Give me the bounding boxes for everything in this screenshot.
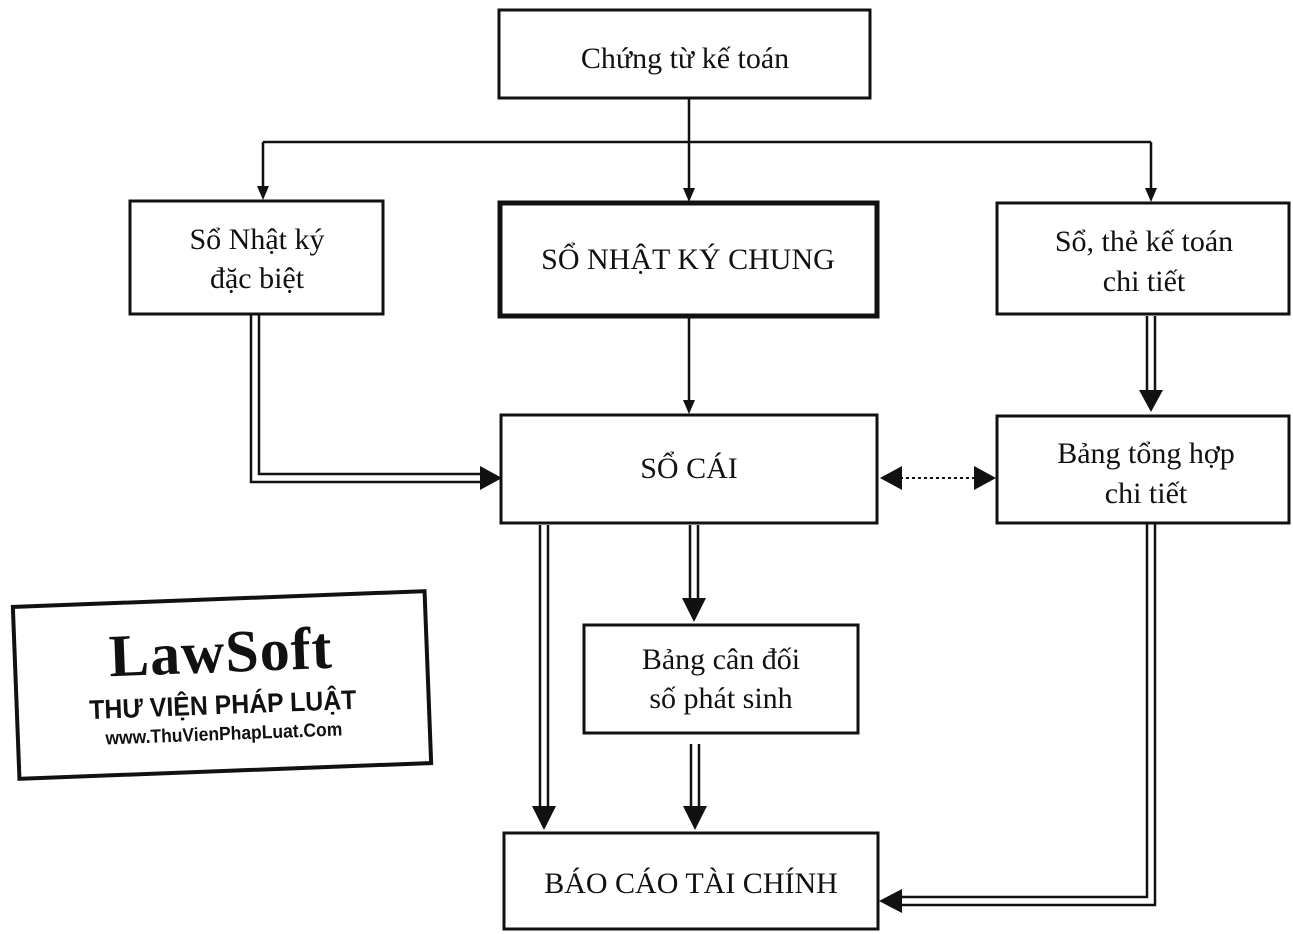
label-bang-tong-hop-1: Bảng tổng hợp: [1057, 437, 1235, 470]
arrowhead-to-nhat-ky-chung: [683, 188, 695, 202]
connector-bang-can-doi-to-bao-cao: [689, 744, 701, 808]
label-so-nhat-ky-dac-biet-2: đặc biệt: [210, 262, 305, 295]
connector-so-cai-to-bao-cao: [538, 525, 550, 808]
arrowhead-to-bao-cao-from-bang-tong-hop: [879, 889, 902, 913]
connector-the-ke-toan-to-bang-tong-hop: [1145, 316, 1157, 392]
watermark-title: LawSoft: [107, 614, 334, 690]
label-so-nhat-ky-dac-biet-1: Sổ Nhật ký: [190, 223, 325, 256]
box-so-the-ke-toan-chi-tiet: [995, 201, 1291, 316]
label-so-the-ke-toan-1: Sổ, thẻ kế toán: [1055, 225, 1233, 258]
label-chung-tu-ke-toan: Chứng từ kế toán: [581, 42, 789, 75]
label-bang-can-doi-1: Bảng cân đối: [642, 643, 800, 676]
connector-so-cai-to-bang-can-doi: [688, 525, 700, 600]
arrowhead-to-bang-can-doi: [682, 598, 706, 622]
label-so-nhat-ky-chung: SỔ NHẬT KÝ CHUNG: [541, 242, 835, 276]
lawsoft-watermark-stamp: LawSoft THƯ VIỆN PHÁP LUẬT www.ThuVienPh…: [10, 589, 434, 781]
arrowhead-dotted-left: [880, 466, 902, 490]
arrowhead-dotted-right: [974, 466, 996, 490]
label-bang-tong-hop-2: chi tiết: [1105, 477, 1188, 510]
box-chung-tu-ke-toan: [497, 8, 872, 100]
label-so-cai: SỔ CÁI: [640, 451, 738, 485]
box-bao-cao-tai-chinh: [502, 831, 880, 931]
connector-chung-tu-distribution: [261, 98, 1153, 190]
box-so-cai: [499, 413, 879, 525]
arrowhead-to-nhat-ky-dac-biet: [257, 186, 269, 200]
box-bang-tong-hop-chi-tiet: [995, 414, 1291, 525]
connector-bang-tong-hop-to-bao-cao: [900, 524, 1157, 907]
arrowhead-to-the-ke-toan: [1145, 188, 1157, 202]
arrowhead-to-bang-tong-hop: [1139, 390, 1163, 412]
arrowhead-to-bao-cao-from-so-cai: [532, 806, 556, 830]
connector-nhat-ky-dac-biet-to-so-cai: [249, 315, 482, 484]
box-bang-can-doi-so-phat-sinh: [582, 623, 860, 735]
arrowhead-to-so-cai-left: [480, 466, 502, 490]
arrowhead-to-so-cai-top: [683, 400, 695, 414]
box-so-nhat-ky-chung: [497, 200, 880, 319]
label-so-the-ke-toan-2: chi tiết: [1103, 265, 1186, 298]
box-so-nhat-ky-dac-biet: [128, 199, 385, 316]
arrowhead-to-bao-cao-from-bang-can-doi: [683, 806, 707, 830]
label-bao-cao-tai-chinh: BÁO CÁO TÀI CHÍNH: [544, 867, 838, 900]
label-bang-can-doi-2: số phát sinh: [649, 682, 792, 715]
